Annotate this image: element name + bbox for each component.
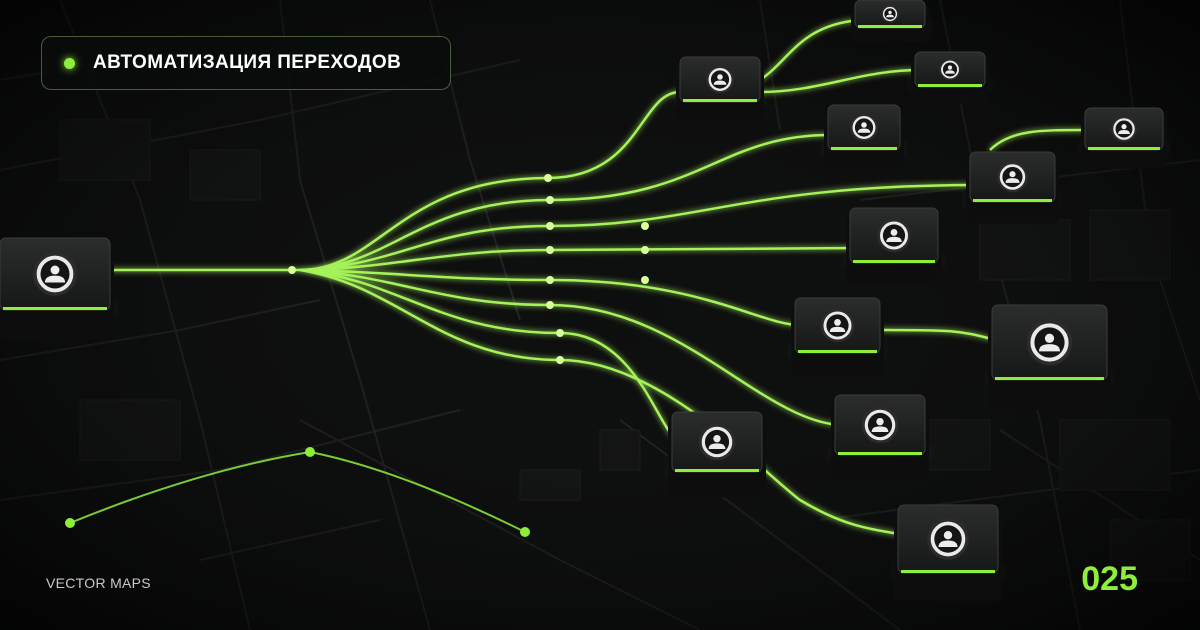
user-node bbox=[676, 56, 764, 122]
curve-point bbox=[520, 527, 530, 537]
user-avatar-icon bbox=[850, 113, 878, 142]
network-nodes bbox=[0, 0, 1167, 601]
user-node bbox=[824, 104, 904, 170]
user-avatar-icon bbox=[33, 252, 77, 296]
page-title: АВТОМАТИЗАЦИЯ ПЕРЕХОДОВ bbox=[93, 52, 402, 73]
user-avatar-icon bbox=[997, 161, 1028, 193]
user-node bbox=[988, 304, 1111, 411]
user-node bbox=[831, 394, 929, 480]
user-node bbox=[791, 297, 884, 377]
user-node bbox=[1081, 107, 1167, 169]
user-avatar-icon bbox=[698, 423, 736, 461]
title-banner: АВТОМАТИЗАЦИЯ ПЕРЕХОДОВ bbox=[41, 36, 451, 90]
user-avatar-icon bbox=[820, 308, 855, 343]
green-dot-icon bbox=[64, 57, 75, 69]
user-avatar-icon bbox=[881, 5, 899, 23]
brand-label: VECTOR MAPS bbox=[46, 575, 151, 591]
user-avatar-icon bbox=[861, 406, 899, 444]
user-node bbox=[846, 207, 942, 287]
user-avatar-icon bbox=[939, 58, 961, 81]
curve-point bbox=[305, 447, 315, 457]
user-node bbox=[894, 504, 1002, 601]
user-node bbox=[851, 0, 929, 42]
user-node bbox=[668, 411, 766, 497]
user-node bbox=[911, 51, 989, 104]
decorative-curve bbox=[65, 447, 530, 537]
user-node bbox=[966, 151, 1059, 224]
user-avatar-icon bbox=[877, 218, 911, 253]
user-avatar-icon bbox=[1026, 319, 1073, 366]
user-node bbox=[0, 237, 114, 340]
curve-point bbox=[65, 518, 75, 528]
user-avatar-icon bbox=[706, 65, 734, 94]
issue-number: 025 bbox=[1081, 560, 1138, 598]
user-avatar-icon bbox=[1111, 116, 1137, 142]
user-avatar-icon bbox=[927, 518, 969, 560]
